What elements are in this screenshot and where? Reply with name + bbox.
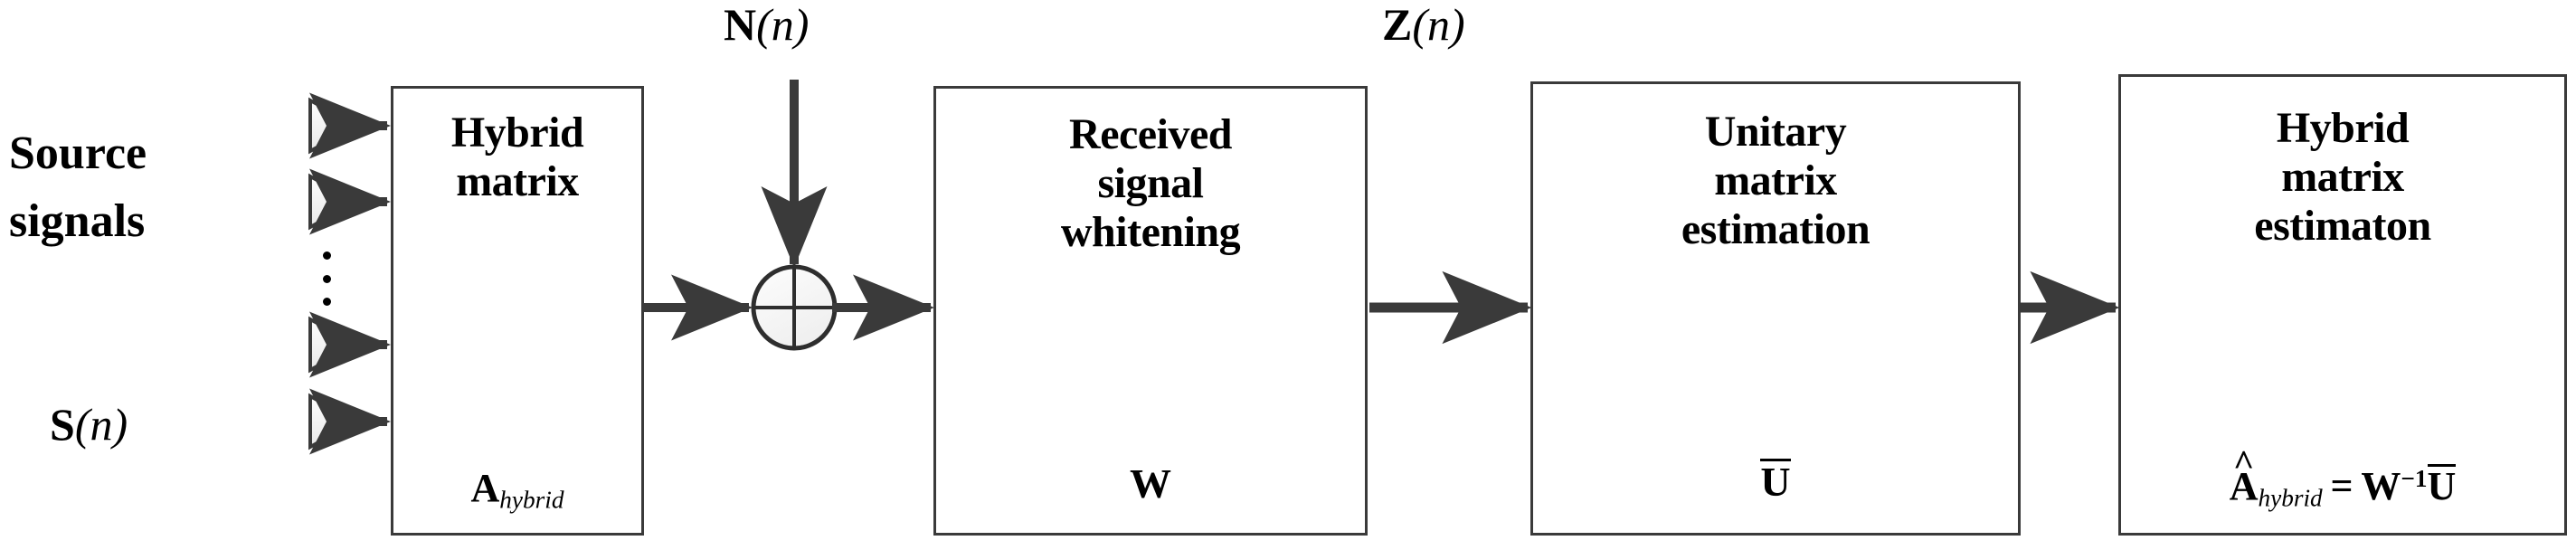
formula-W-exponent: −1 bbox=[2401, 465, 2428, 493]
antenna-2 bbox=[308, 168, 391, 235]
whitened-symbol-bold: Z bbox=[1382, 0, 1413, 50]
summing-junction bbox=[751, 264, 838, 351]
formula-U-overline: U bbox=[2427, 464, 2457, 509]
block-unitary-matrix-estimation-symbol: U bbox=[1533, 458, 2018, 506]
block-received-signal-whitening-title: Received signal whitening bbox=[1060, 110, 1241, 256]
formula-A-subscript: hybrid bbox=[2258, 485, 2323, 512]
block-unitary-matrix-estimation-title-line-2: matrix bbox=[1714, 156, 1837, 204]
symbol-W-bold: W bbox=[1130, 460, 1171, 507]
symbol-A-bold: A bbox=[470, 466, 500, 511]
block-hybrid-matrix-estimaton-title-line-3: estimaton bbox=[2254, 201, 2431, 250]
formula-A-bold: A bbox=[2229, 464, 2259, 509]
block-hybrid-matrix-estimaton-title: Hybrid matrix estimaton bbox=[2254, 104, 2431, 250]
antenna-1 bbox=[308, 92, 391, 159]
block-received-signal-whitening-title-line-2: signal bbox=[1097, 158, 1204, 207]
formula-equals: = bbox=[2330, 464, 2353, 509]
source-symbol-arg: (n) bbox=[74, 399, 128, 450]
block-hybrid-matrix-estimaton-title-line-1: Hybrid bbox=[2276, 104, 2410, 152]
noise-signal-label: N(n) bbox=[724, 0, 809, 51]
block-hybrid-matrix-estimaton-formula: ^Ahybrid = W−1U bbox=[2121, 444, 2564, 513]
block-received-signal-whitening-symbol: W bbox=[936, 460, 1365, 507]
hat-accent-icon: ^ bbox=[2232, 442, 2255, 484]
block-hybrid-matrix-symbol: Ahybrid bbox=[393, 465, 641, 515]
block-hybrid-matrix-title-line-2: matrix bbox=[456, 156, 579, 205]
source-symbol-bold: S bbox=[50, 399, 75, 450]
block-unitary-matrix-estimation-title-line-3: estimation bbox=[1681, 204, 1870, 253]
block-hybrid-matrix-estimaton-title-line-2: matrix bbox=[2281, 152, 2404, 201]
formula-W-bold: W bbox=[2361, 464, 2401, 509]
symbol-U-overline: U bbox=[1760, 459, 1791, 505]
antenna-4 bbox=[308, 388, 391, 455]
block-hybrid-matrix-estimaton[interactable]: Hybrid matrix estimaton ^Ahybrid = W−1U bbox=[2118, 74, 2567, 536]
source-signals-label-line2: signals bbox=[9, 195, 146, 247]
formula-A-hat-wrap: ^A bbox=[2229, 444, 2259, 509]
block-received-signal-whitening-title-line-1: Received bbox=[1069, 110, 1232, 158]
block-received-signal-whitening[interactable]: Received signal whitening W bbox=[933, 86, 1368, 536]
block-unitary-matrix-estimation-title: Unitary matrix estimation bbox=[1681, 108, 1870, 253]
antenna-ellipsis bbox=[319, 251, 334, 306]
whitened-signal-label: Z(n) bbox=[1382, 0, 1465, 51]
noise-symbol-arg: (n) bbox=[756, 0, 810, 50]
block-unitary-matrix-estimation[interactable]: Unitary matrix estimation U bbox=[1530, 81, 2021, 536]
block-hybrid-matrix-title-line-1: Hybrid bbox=[450, 109, 584, 156]
block-hybrid-matrix[interactable]: Hybrid matrix Ahybrid bbox=[391, 86, 644, 536]
whitened-symbol-arg: (n) bbox=[1412, 0, 1465, 50]
source-signal-symbol: S(n) bbox=[50, 398, 128, 450]
antenna-3 bbox=[308, 311, 391, 378]
block-received-signal-whitening-title-line-3: whitening bbox=[1060, 207, 1241, 256]
symbol-A-subscript: hybrid bbox=[499, 487, 564, 514]
source-signals-label-line1: Source bbox=[9, 128, 147, 179]
block-unitary-matrix-estimation-title-line-1: Unitary bbox=[1704, 108, 1847, 156]
noise-symbol-bold: N bbox=[724, 0, 757, 50]
block-hybrid-matrix-title: Hybrid matrix bbox=[450, 109, 584, 206]
